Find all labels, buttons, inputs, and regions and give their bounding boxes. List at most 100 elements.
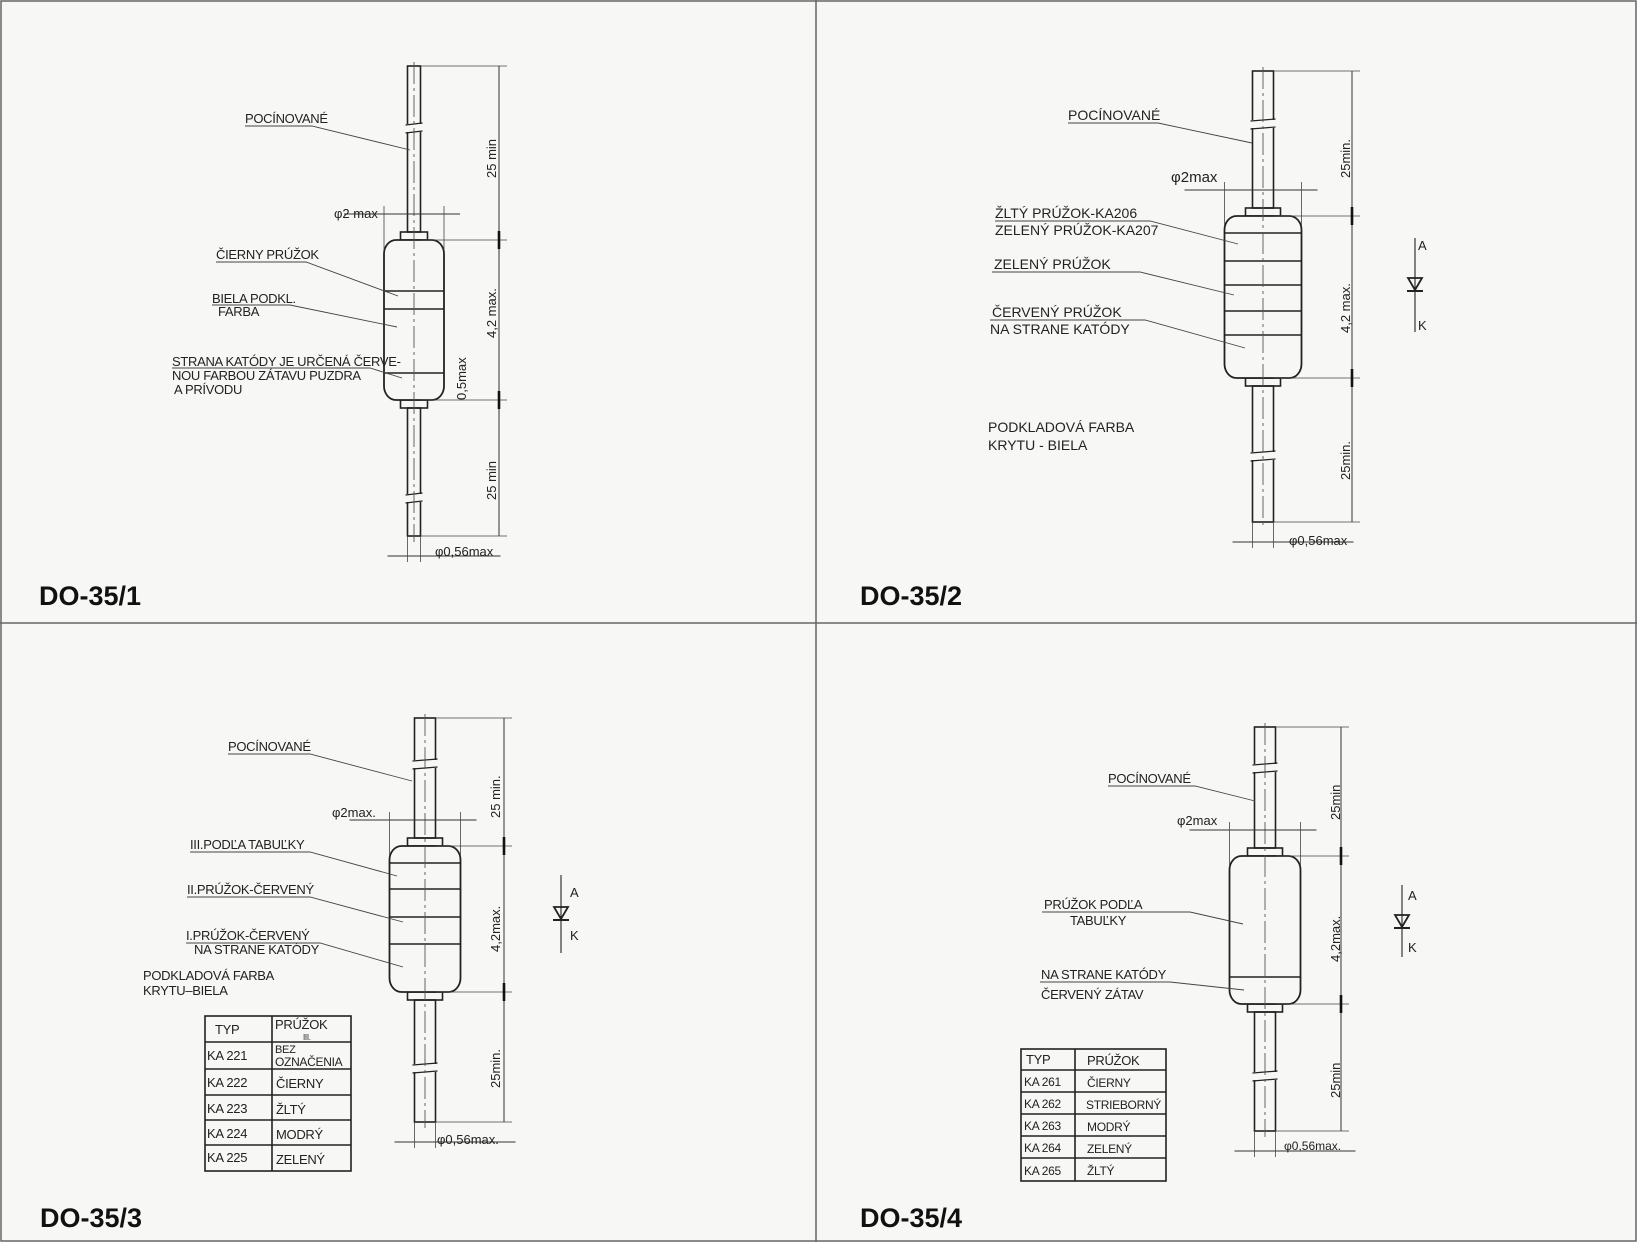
label-cathode: NA STRANE KATÓDY	[1041, 967, 1167, 982]
lead-break	[412, 1064, 438, 1072]
label-tinned: POCÍNOVANÉ	[228, 739, 311, 754]
table-header-type: TYP	[1026, 1052, 1050, 1067]
label-band3: III.PODĽA TABUĽKY	[190, 837, 305, 852]
label-cathode-note: STRANA KATÓDY JE URČENÁ ČERVE-	[172, 354, 401, 369]
leader-line	[245, 125, 411, 151]
leader-line	[992, 271, 1235, 296]
table-cell-type: KA 222	[207, 1075, 247, 1090]
label-white-base: FARBA	[218, 304, 260, 319]
label-band-table: PRÚŽOK PODĽA	[1044, 897, 1143, 912]
panel-title: DO-35/2	[860, 581, 962, 611]
leader-line	[172, 367, 403, 379]
leader-line	[1108, 785, 1256, 802]
table-cell-band: ZELENÝ	[276, 1152, 325, 1167]
diode-symbol-icon	[1393, 885, 1411, 957]
label-band-table: TABUĽKY	[1070, 913, 1127, 928]
table-cell-type: KA 263	[1024, 1119, 1062, 1133]
cathode-label: K	[570, 928, 579, 943]
lead-break	[1250, 120, 1276, 128]
table-cell-type: KA 261	[1024, 1075, 1062, 1089]
panel-do35-2: DO-35/2 POCÍNOVANÉ ŽLTÝ PRÚŽOK-KA206 ZEL…	[860, 107, 1427, 611]
table-header-type: TYP	[215, 1022, 239, 1037]
panel-title: DO-35/4	[860, 1203, 962, 1233]
label-cathode-note: A PRÍVODU	[174, 382, 242, 397]
label-base-color: KRYTU–BIELA	[143, 983, 228, 998]
dim-lead-top: 25min.	[1338, 139, 1353, 178]
cathode-label: K	[1418, 318, 1427, 333]
label-black-band: ČIERNY PRÚŽOK	[216, 247, 319, 262]
label-band2: II.PRÚŽOK-ČERVENÝ	[187, 882, 314, 897]
dim-body-diameter: φ2max	[1177, 813, 1218, 828]
panel-do35-1: DO-35/1 POCÍNOVANÉ ČIERNY PRÚŽOK BIELA P…	[39, 111, 499, 611]
leader-line	[1068, 122, 1253, 144]
dim-body-length: 4,2max.	[1328, 916, 1343, 962]
table-cell-band: ČIERNY	[276, 1076, 324, 1091]
table-cell-band: BEZ	[275, 1044, 296, 1056]
label-tinned: POCÍNOVANÉ	[1068, 107, 1160, 123]
table-cell-band: MODRÝ	[276, 1127, 324, 1142]
label-band1: NA STRANE KATÓDY	[194, 942, 320, 957]
leader-line	[1042, 911, 1244, 925]
leader-line	[190, 851, 398, 877]
panel-title: DO-35/3	[40, 1203, 142, 1233]
leader-line	[995, 220, 1239, 245]
dim-lead-diameter: φ0,56max.	[437, 1132, 499, 1147]
table-cell-band: ČIERNY	[1087, 1075, 1131, 1090]
table-header-band: PRÚŽOK	[1087, 1053, 1140, 1068]
label-type-band: ZELENÝ PRÚŽOK-KA207	[995, 222, 1159, 238]
label-base-color: KRYTU - BIELA	[988, 437, 1088, 453]
lead-break-mark	[1250, 458, 1276, 462]
leader-line	[186, 942, 404, 968]
label-band1: I.PRÚŽOK-ČERVENÝ	[186, 928, 310, 943]
table-header-band-index: III.	[303, 1033, 311, 1042]
dim-body-length: 4,2max.	[488, 906, 503, 952]
anode-label: A	[1418, 238, 1427, 253]
leader-line	[228, 753, 413, 782]
table-cell-type: KA 225	[207, 1150, 247, 1165]
label-base-color: PODKLADOVÁ FARBA	[988, 419, 1135, 435]
lead-break	[1252, 1072, 1278, 1080]
label-tinned: POCÍNOVANÉ	[1108, 771, 1191, 786]
leader-line	[1040, 981, 1245, 991]
leader-line	[187, 896, 404, 923]
diode-drawing-do35-4	[1189, 723, 1356, 1157]
dim-lead-top: 25 min	[484, 139, 499, 178]
dim-lead-bottom: 25min.	[1338, 441, 1353, 480]
label-green-band: ZELENÝ PRÚŽOK	[994, 256, 1111, 272]
leader-line	[990, 319, 1246, 349]
table-cell-band: ŽLTÝ	[276, 1102, 306, 1117]
table-cell-band: STRIEBORNÝ	[1086, 1097, 1161, 1112]
anode-label: A	[1408, 888, 1417, 903]
type-table: TYP PRÚŽOK III. KA 221 BEZ OZNAČENIA KA …	[204, 1015, 352, 1172]
table-cell-type: KA 223	[207, 1101, 247, 1116]
dim-lead-diameter: φ0,56max	[435, 544, 494, 559]
dim-body-diameter: φ2max	[1171, 169, 1218, 186]
dim-lead-diameter: φ0,56max	[1289, 533, 1348, 548]
panel-title: DO-35/1	[39, 581, 141, 611]
label-type-band: ŽLTÝ PRÚŽOK-KA206	[995, 205, 1137, 221]
leader-line	[212, 304, 398, 328]
diode-drawing-do35-1	[344, 62, 507, 562]
label-red-band: ČERVENÝ PRÚŽOK	[992, 304, 1122, 320]
table-cell-band: OZNAČENIA	[275, 1054, 343, 1069]
panel-do35-4: DO-35/4 POCÍNOVANÉ PRÚŽOK PODĽA TABUĽKY …	[860, 771, 1417, 1233]
label-red-band: NA STRANE KATÓDY	[990, 321, 1130, 337]
table-cell-band: ZELENÝ	[1087, 1141, 1132, 1156]
panel-do35-3: DO-35/3 POCÍNOVANÉ III.PODĽA TABUĽKY II.…	[40, 739, 579, 1233]
table-cell-band: MODRÝ	[1087, 1119, 1130, 1134]
dim-lead-top: 25min	[1328, 785, 1343, 820]
table-cell-type: KA 221	[207, 1048, 247, 1063]
label-base-color: PODKLADOVÁ FARBA	[143, 968, 275, 983]
label-tinned: POCÍNOVANÉ	[245, 111, 328, 126]
diode-symbol-icon	[552, 875, 570, 953]
cathode-label: K	[1408, 940, 1417, 955]
dim-body-diameter: φ2max.	[332, 805, 376, 820]
table-cell-type: KA 224	[207, 1126, 247, 1141]
dim-lead-top: 25 min.	[488, 775, 503, 818]
leader-line	[216, 261, 399, 297]
label-cathode: ČERVENÝ ZÁTAV	[1041, 987, 1144, 1002]
table-cell-type: KA 264	[1024, 1141, 1062, 1155]
diode-symbol-icon	[1406, 238, 1424, 332]
dim-end-length: 0,5max	[454, 357, 469, 400]
label-cathode-note: NOU FARBOU ZÁTAVU PUZDRA	[172, 368, 361, 383]
